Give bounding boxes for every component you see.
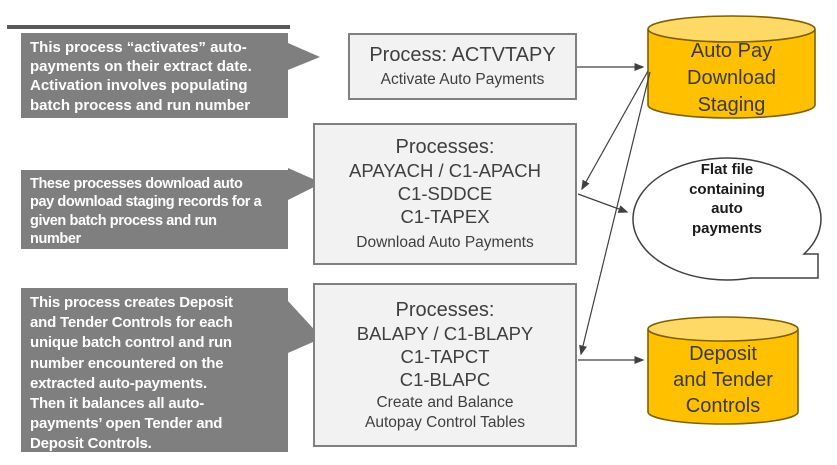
process-box-balance: Processes: BALAPY / C1-BLAPY C1-TAPCT C1… — [313, 283, 577, 447]
process-box-subtitle: Download Auto Payments — [356, 234, 534, 251]
callout-activate-note: This process “activates” auto- payments … — [21, 33, 288, 118]
deposit-tender-controls-cylinder-icon — [647, 316, 799, 425]
process-box-title: Processes: — [395, 136, 495, 158]
arrow-download-to-flat-file — [577, 193, 629, 213]
process-box-codes: APAYACH / C1-APACH C1-SDDCE C1-TAPEX — [349, 160, 541, 227]
top-rule — [7, 25, 290, 29]
process-box-activate: Process: ACTVTAPY Activate Auto Payments — [348, 33, 577, 100]
flow-arrows — [577, 63, 651, 364]
auto-pay-staging-label: Auto Pay Download Staging — [687, 40, 776, 116]
process-box-title: Processes: — [395, 298, 495, 321]
flat-file-label: Flat file containing auto payments — [689, 161, 765, 237]
flat-file-bubble-icon — [632, 157, 822, 281]
callout-2-pointer-icon — [288, 168, 322, 200]
arrow-staging-to-download — [581, 70, 649, 191]
process-box-title: Process: ACTVTAPY — [369, 44, 556, 66]
process-box-subtitle: Activate Auto Payments — [380, 71, 545, 88]
deposit-tender-controls-label: Deposit and Tender Controls — [673, 343, 773, 417]
arrow-staging-to-balance — [579, 71, 651, 356]
process-box-codes: BALAPY / C1-BLAPY C1-TAPCT C1-BLAPC — [356, 322, 534, 390]
callout-1-pointer-icon — [288, 43, 320, 70]
callout-balance-note: This process creates Deposit and Tender … — [21, 288, 288, 452]
process-box-subtitle: Create and Balance Autopay Control Table… — [365, 393, 525, 431]
callout-download-note: These processes download auto pay downlo… — [21, 170, 288, 249]
process-box-download: Processes: APAYACH / C1-APACH C1-SDDCE C… — [313, 123, 577, 265]
auto-pay-download-staging-cylinder-icon — [647, 15, 816, 119]
